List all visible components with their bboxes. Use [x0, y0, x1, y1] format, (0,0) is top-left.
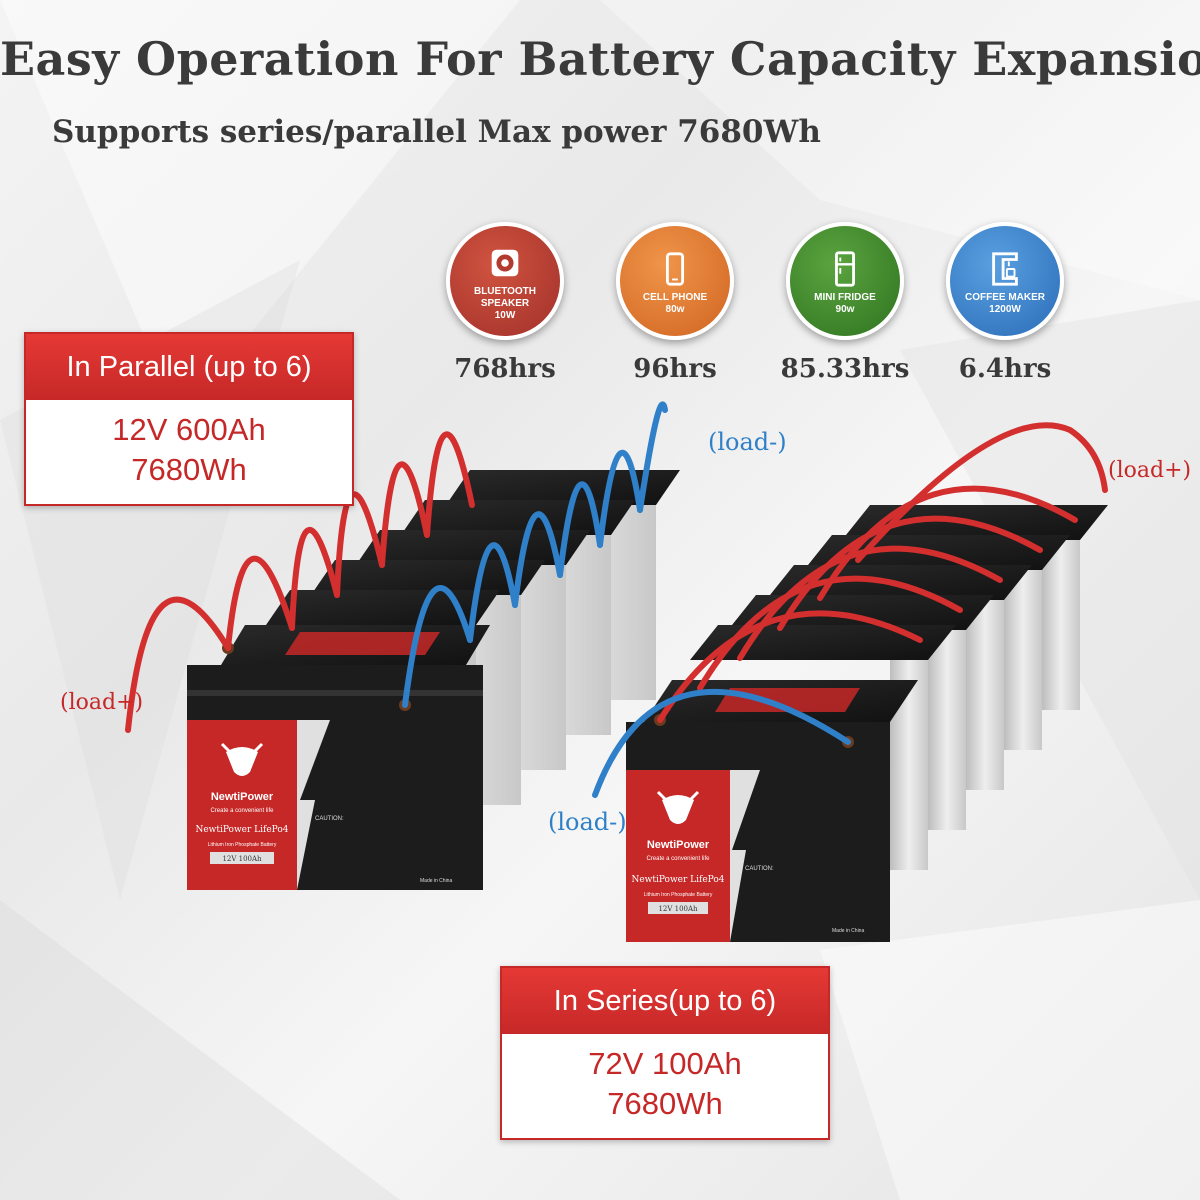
device-name: COFFEE MAKER — [965, 292, 1045, 303]
battery-brand: NewtiPower — [211, 791, 274, 803]
device-power: 1200W — [989, 304, 1021, 315]
parallel-negative-wires — [402, 401, 668, 708]
battery-front-unit: NewtiPower Create a convenient life Newt… — [187, 625, 490, 890]
battery-type: Lithium Iron Phosphate Battery — [208, 842, 277, 848]
page-title: Easy Operation For Battery Capacity Expa… — [0, 32, 1200, 86]
parallel-voltage-capacity: 12V 600Ah — [112, 412, 266, 447]
series-specs: 72V 100Ah 7680Wh — [502, 1034, 828, 1138]
page-subtitle: Supports series/parallel Max power 7680W… — [52, 114, 821, 150]
fridge-icon — [835, 251, 855, 287]
battery-model: NewtiPower LifePo4 — [195, 825, 288, 835]
battery-caution: CAUTION: — [745, 866, 774, 872]
series-heading: In Series(up to 6) — [502, 968, 828, 1034]
battery-slogan: Create a convenient life — [646, 856, 710, 862]
battery-brand: NewtiPower — [647, 839, 710, 851]
parallel-battery-group: NewtiPower Create a convenient life Newt… — [187, 470, 680, 890]
device-runtime-list: BLUETOOTH SPEAKER 10W 768hrs CELL PHONE … — [440, 222, 1100, 384]
device-coffee-maker: COFFEE MAKER 1200W 6.4hrs — [940, 222, 1070, 384]
device-cell-phone: CELL PHONE 80w 96hrs — [610, 222, 740, 384]
bull-logo-icon — [220, 742, 264, 776]
battery-caution: CAUTION: — [315, 816, 344, 822]
series-energy: 7680Wh — [607, 1086, 723, 1121]
coffee-maker-icon — [992, 252, 1018, 286]
device-name: CELL PHONE — [642, 292, 708, 303]
parallel-positive-label: (load+) — [60, 690, 144, 715]
device-bluetooth-speaker: BLUETOOTH SPEAKER 10W 768hrs — [440, 222, 570, 384]
bull-logo-icon — [656, 790, 700, 824]
device-circle: BLUETOOTH SPEAKER 10W — [446, 222, 564, 340]
series-voltage-capacity: 72V 100Ah — [588, 1046, 742, 1081]
parallel-heading: In Parallel (up to 6) — [26, 334, 352, 400]
battery-origin: Made in China — [420, 878, 452, 884]
parallel-energy: 7680Wh — [131, 452, 247, 487]
device-mini-fridge: MINI FRIDGE 90w 85.33hrs — [780, 222, 910, 384]
phone-icon — [665, 252, 685, 286]
battery-type: Lithium Iron Phosphate Battery — [644, 892, 713, 898]
battery-slogan: Create a convenient life — [210, 808, 274, 814]
parallel-specs: 12V 600Ah 7680Wh — [26, 400, 352, 504]
device-circle: MINI FRIDGE 90w — [786, 222, 904, 340]
device-power: 10W — [494, 310, 516, 321]
battery-model: NewtiPower LifePo4 — [631, 875, 724, 885]
series-positive-wires — [657, 422, 1108, 723]
series-negative-label: (load-) — [548, 808, 627, 836]
series-config-box: In Series(up to 6) 72V 100Ah 7680Wh — [500, 966, 830, 1140]
battery-rating: 12V 100Ah — [222, 855, 262, 863]
device-power: 80w — [665, 304, 685, 315]
device-hours: 768hrs — [454, 354, 556, 384]
parallel-negative-label: (load-) — [708, 428, 787, 456]
series-negative-wire — [592, 688, 851, 798]
battery-origin: Made in China — [832, 928, 864, 934]
parallel-config-box: In Parallel (up to 6) 12V 600Ah 7680Wh — [24, 332, 354, 506]
device-circle: COFFEE MAKER 1200W — [946, 222, 1064, 340]
device-circle: CELL PHONE 80w — [616, 222, 734, 340]
device-power: 90w — [835, 304, 855, 315]
series-battery-group: NewtiPower Create a convenient life Newt… — [626, 505, 1108, 942]
device-name: BLUETOOTH SPEAKER — [473, 286, 537, 309]
device-hours: 6.4hrs — [958, 354, 1052, 384]
device-name: MINI FRIDGE — [814, 292, 876, 303]
series-positive-label: (load+) — [1108, 458, 1192, 483]
speaker-icon — [491, 249, 519, 277]
device-hours: 85.33hrs — [780, 354, 910, 384]
device-hours: 96hrs — [633, 354, 717, 384]
battery-rating: 12V 100Ah — [658, 905, 698, 913]
battery-front-unit: NewtiPower Create a convenient life Newt… — [626, 680, 918, 942]
